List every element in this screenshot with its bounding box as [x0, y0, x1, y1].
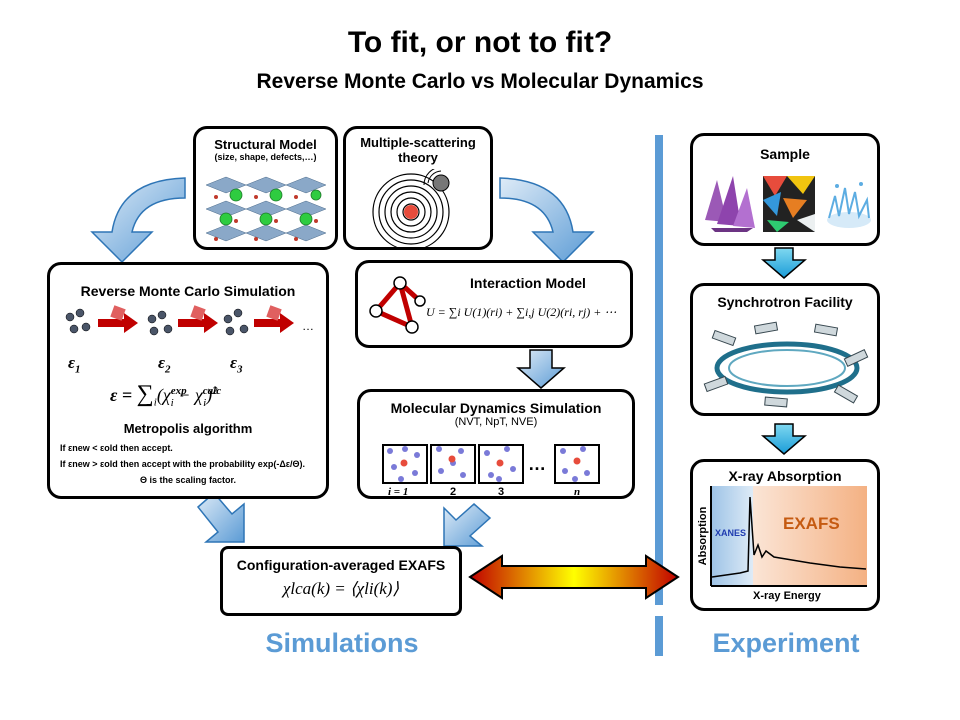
md-label-2: 2 [450, 486, 457, 498]
synchrotron-title: Synchrotron Facility [717, 294, 853, 310]
md-particles-icon [387, 446, 590, 482]
rule-2: If εnew > εold then accept with the prob… [60, 459, 306, 469]
bond-network-icon [369, 276, 426, 334]
exafs-avg-box: Configuration-averaged EXAFS χlca(k) = ⟨… [220, 546, 462, 616]
crystal-lattice-icon [205, 176, 327, 242]
diag-arrow-left [196, 491, 245, 543]
xas-ylabel: Absorption [697, 506, 709, 566]
md-ensembles: (NVT, NpT, NVE) [454, 416, 538, 428]
xanes-region [711, 486, 753, 586]
md-label-n: n [574, 486, 581, 498]
exafs-region [753, 486, 867, 586]
md-title: Molecular Dynamics Simulation [390, 400, 602, 416]
down-arrow-md [515, 349, 567, 389]
rmc-formula: ε = ∑i(χexpi − χcalci)2 [110, 381, 222, 409]
structural-model-subtitle: (size, shape, defects,…) [214, 152, 317, 162]
main-title: To fit, or not to fit? [347, 26, 613, 59]
ms-title-line2: theory [398, 150, 438, 165]
exafs-label: EXAFS [783, 514, 840, 533]
interaction-title: Interaction Model [470, 275, 586, 291]
interaction-model-box: Interaction Model U = ∑i U(1)(ri) + ∑i,j… [355, 260, 633, 348]
sample-title: Sample [760, 146, 810, 162]
subtitle: Reverse Monte Carlo vs Molecular Dynamic… [256, 70, 704, 93]
eps-1: ε1 [68, 353, 81, 376]
simulations-label: Simulations [265, 628, 419, 658]
xas-spectrum [710, 486, 867, 587]
eps-2: ε2 [158, 353, 171, 376]
rule-1: If εnew < εold then accept. [60, 443, 173, 453]
md-ellipsis: … [528, 454, 546, 474]
rmc-box: Reverse Monte Carlo Simulation … ε1 ε2 ε… [47, 262, 329, 499]
double-arrow [468, 554, 680, 600]
separator-line [655, 135, 663, 605]
synchrotron-ring-icon [703, 321, 869, 408]
separator-line-end [655, 616, 663, 656]
md-box: Molecular Dynamics Simulation (NVT, NpT,… [357, 389, 635, 499]
structural-model-box: Structural Model (size, shape, defects,…… [193, 126, 338, 250]
synchrotron-box: Synchrotron Facility [690, 283, 880, 416]
sample-box: Sample [690, 133, 880, 246]
water-splash-icon [827, 182, 871, 228]
xas-xlabel: X-ray Energy [753, 590, 821, 602]
rmc-ellipsis: … [302, 319, 314, 333]
exafs-avg-title: Configuration-averaged EXAFS [236, 557, 446, 573]
interaction-formula: U = ∑i U(1)(ri) + ∑i,j U(2)(ri, rj) + ⋯ [426, 305, 617, 319]
eps-3: ε3 [230, 353, 243, 376]
rule-3: Θ is the scaling factor. [139, 475, 237, 485]
curved-arrow-left [90, 177, 186, 264]
glass-mosaic-icon [763, 176, 815, 232]
xray-title: X-ray Absorption [728, 468, 842, 484]
xray-box: X-ray Absorption Absorption X-ray Energy… [690, 459, 880, 611]
sample-images [705, 176, 871, 232]
metropolis-title: Metropolis algorithm [123, 421, 253, 436]
md-label-1: i = 1 [388, 486, 409, 498]
curved-arrow-right [499, 177, 595, 264]
experiment-label: Experiment [712, 628, 860, 658]
diag-arrow-right [443, 503, 492, 547]
down-arrow-synchrotron [760, 423, 808, 455]
down-arrow-sample [760, 247, 808, 279]
xanes-label: XANES [715, 528, 747, 538]
rmc-steps-icon [65, 305, 294, 336]
md-label-3: 3 [498, 486, 505, 498]
multiple-scattering-box: Multiple-scattering theory [343, 126, 493, 250]
ms-title-line1: Multiple-scattering [360, 135, 476, 150]
scattering-waves-icon [372, 169, 450, 249]
rmc-title: Reverse Monte Carlo Simulation [80, 283, 296, 299]
exafs-avg-formula: χlca(k) = ⟨χli(k)⟩ [282, 579, 400, 598]
structural-model-title: Structural Model [214, 137, 317, 152]
crystal-icon [705, 176, 755, 232]
